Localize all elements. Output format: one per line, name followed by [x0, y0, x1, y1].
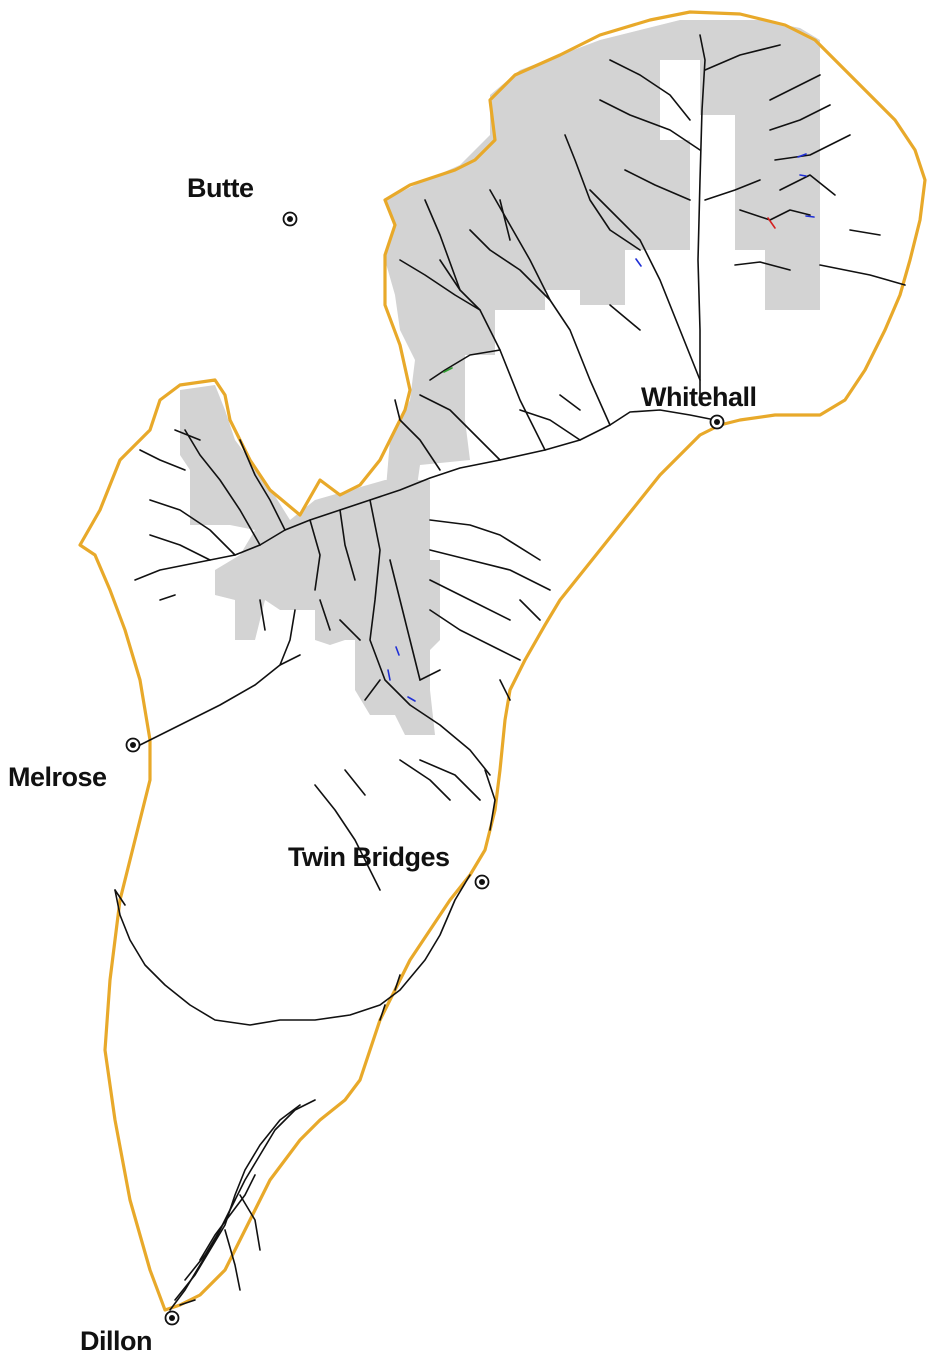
stream-ne-10 [734, 261, 791, 271]
watershed-boundary [78, 10, 927, 1312]
segment-blue [805, 215, 815, 218]
town-label-melrose: Melrose [8, 762, 107, 792]
stream-lower-3 [394, 974, 401, 991]
town-label-twin-bridges: Twin Bridges [288, 842, 450, 872]
highlighted-segments [387, 153, 815, 702]
stream-s-6 [429, 609, 521, 661]
stream-s-11 [339, 619, 361, 641]
town-marker-whitehall [709, 414, 725, 430]
stream-valley-1 [314, 784, 381, 891]
stream-c-5 [429, 349, 501, 381]
stream-s-13 [419, 669, 441, 681]
town-label-butte: Butte [187, 173, 254, 203]
stream-ne-9 [819, 264, 906, 286]
stream-north-6 [564, 134, 641, 251]
stream-s-16 [484, 769, 496, 831]
circled-dot-icon [282, 211, 298, 227]
stream-dillon-7 [179, 1299, 196, 1306]
stream-s-12 [364, 679, 381, 701]
stream-dillon-6 [239, 1194, 261, 1251]
stream-w-2 [149, 499, 236, 556]
circled-dot-icon [709, 414, 725, 430]
stream-c-3 [439, 259, 546, 451]
town-marker-butte [282, 211, 298, 227]
stream-w-1 [184, 429, 261, 546]
stream-north-3 [609, 59, 691, 121]
stream-w-5 [139, 449, 186, 471]
stream-s-8 [309, 519, 321, 591]
circled-dot-icon [125, 737, 141, 753]
segment-blue [395, 646, 400, 656]
stream-s-4 [429, 549, 551, 591]
stream-c-12 [499, 199, 511, 241]
stream-c-7 [419, 394, 501, 461]
stream-c-2 [469, 229, 551, 301]
segment-blue [387, 669, 391, 681]
stream-s-2 [389, 559, 421, 681]
segment-blue [407, 696, 416, 702]
stream-ne-6 [779, 174, 836, 196]
public-land-west [180, 385, 440, 735]
public-land-northeast [745, 110, 820, 310]
stream-ne-8 [849, 229, 881, 236]
stream-w-3 [149, 534, 211, 561]
stream-north-4 [599, 99, 701, 151]
stream-s-1 [369, 499, 491, 776]
town-label-dillon: Dillon [80, 1326, 152, 1356]
stream-s-7 [339, 509, 356, 581]
circled-dot-icon [164, 1310, 180, 1326]
stream-valley-2 [344, 769, 366, 796]
stream-melrose [139, 609, 296, 746]
stream-dillon-4 [199, 1174, 256, 1261]
stream-ne-5 [774, 134, 851, 161]
stream-lower-2 [114, 889, 126, 906]
segment-blue [635, 258, 642, 267]
main-river [134, 409, 716, 581]
town-marker-dillon [164, 1310, 180, 1326]
stream-w-4 [239, 439, 286, 531]
circled-dot-icon [474, 874, 490, 890]
stream-ne-1 [704, 44, 781, 71]
town-marker-melrose [125, 737, 141, 753]
stream-s-15 [419, 759, 481, 801]
stream-w-7 [159, 594, 176, 601]
stream-c-8 [394, 399, 441, 471]
stream-ne-7 [739, 209, 811, 221]
stream-lower-4 [379, 1004, 386, 1021]
stream-s-17 [519, 599, 541, 621]
stream-s-9 [319, 599, 331, 631]
stream-melrose-2 [279, 654, 301, 666]
stream-dillon-2 [174, 1104, 301, 1301]
segment-green [443, 367, 453, 373]
stream-ne-3 [769, 74, 821, 101]
stream-s-3 [429, 519, 541, 561]
stream-ne-2 [704, 179, 761, 201]
stream-c-9 [519, 409, 581, 441]
stream-w-6 [174, 429, 201, 441]
stream-lower-1 [114, 874, 471, 1026]
stream-north-2 [589, 189, 701, 381]
stream-s-5 [429, 579, 511, 621]
stream-north-1 [697, 34, 706, 401]
stream-ne-4 [769, 104, 831, 131]
stream-dillon-5 [224, 1229, 241, 1291]
segment-blue [799, 174, 807, 177]
stream-north-5 [624, 169, 691, 201]
stream-s-10 [259, 599, 266, 631]
stream-c-11 [559, 394, 581, 411]
stream-s-14 [399, 759, 451, 801]
stream-dillon-3 [184, 1199, 236, 1281]
town-label-whitehall: Whitehall [641, 382, 757, 412]
town-marker-twin-bridges [474, 874, 490, 890]
segment-red [767, 217, 776, 229]
stream-s-18 [499, 679, 511, 701]
stream-network [114, 34, 906, 1311]
stream-c-6 [424, 199, 461, 291]
segment-blue [797, 153, 807, 158]
stream-c-4 [399, 259, 481, 311]
public-land-layer [180, 20, 820, 735]
stream-c-10 [609, 304, 641, 331]
